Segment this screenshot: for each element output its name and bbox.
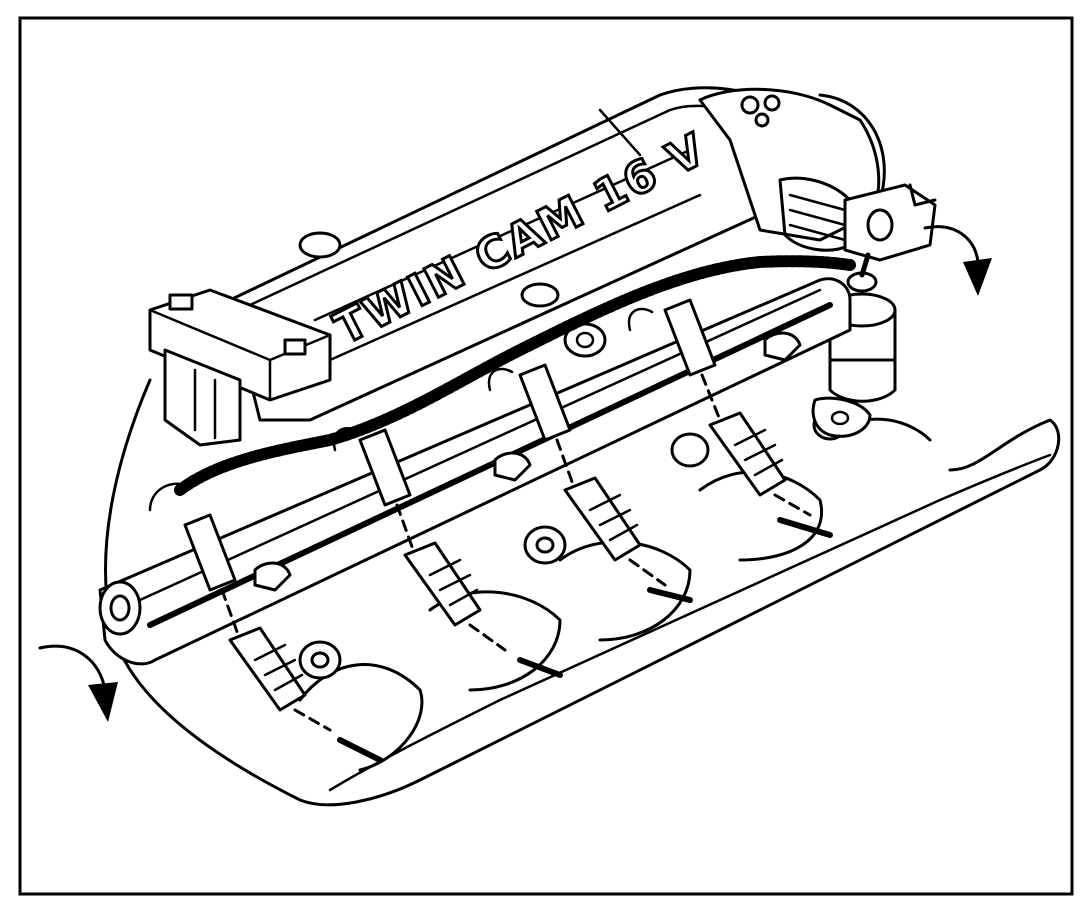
throttle-body [698,87,937,262]
fuel-injectors [228,411,812,732]
fuel-rail [98,277,852,666]
ignition-module [148,288,332,447]
arrow-curved-down-left-icon [38,644,118,722]
arrow-curved-down-right-icon [923,225,992,296]
wiring-harness [148,255,856,512]
injector-connectors [183,298,722,642]
